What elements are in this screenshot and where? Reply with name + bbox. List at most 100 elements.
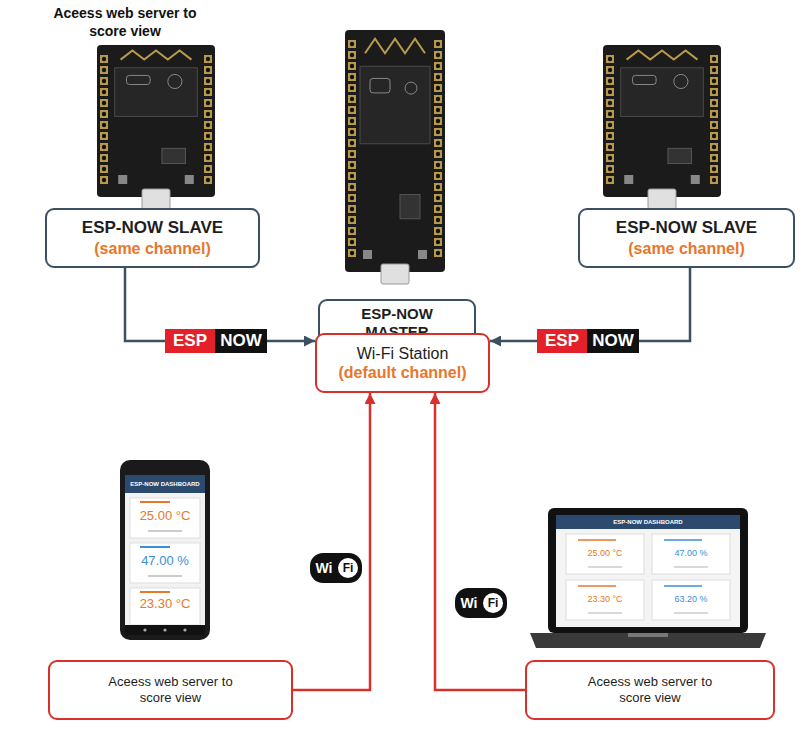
logo-text: ESP: [537, 329, 587, 353]
pin-hole: [350, 108, 354, 112]
antenna-trace: [365, 39, 425, 54]
header-pin: [606, 88, 614, 96]
header-pin: [204, 55, 212, 63]
pin-hole: [436, 163, 440, 167]
pin-hole: [608, 79, 612, 83]
esp32-board: [97, 45, 215, 209]
regulator-chip: [162, 148, 186, 163]
pin-hole: [712, 145, 716, 149]
pin-hole: [102, 123, 106, 127]
header-pin: [710, 110, 718, 118]
connector-arrow: [293, 393, 370, 690]
pin-hole: [206, 79, 210, 83]
pin-hole: [608, 145, 612, 149]
pin-hole: [436, 218, 440, 222]
header-pin: [348, 117, 356, 125]
header-pin: [100, 154, 108, 162]
reading-value: 25.00 °C: [566, 547, 644, 559]
card-subtext: [588, 566, 622, 568]
pin-hole: [608, 90, 612, 94]
pin-hole: [350, 119, 354, 123]
push-button: [418, 250, 427, 259]
pin-hole: [608, 112, 612, 116]
header-pin: [434, 216, 442, 224]
pin-hole: [712, 68, 716, 72]
card-subtext: [588, 612, 622, 614]
header-pin: [710, 154, 718, 162]
pin-hole: [436, 196, 440, 200]
push-button: [118, 175, 127, 184]
header-pin: [434, 40, 442, 48]
laptop-notch: [628, 633, 668, 637]
card-caption: [578, 539, 616, 541]
screen-header: ESP-NOW DASHBOARD: [125, 475, 205, 493]
wifi-logo: [455, 588, 507, 618]
wifi-body: [310, 553, 362, 583]
header-pin: [434, 249, 442, 257]
pin-hole: [350, 75, 354, 79]
node-text: Wi-Fi Station: [357, 344, 449, 363]
module-shield: [360, 66, 430, 143]
logo-black: [215, 329, 267, 353]
laptop-card: [566, 534, 644, 574]
espnow-logo: [537, 329, 639, 353]
header-pin: [348, 95, 356, 103]
pin-hole: [436, 152, 440, 156]
pin-hole: [102, 156, 106, 160]
pin-hole: [608, 68, 612, 72]
header-pin: [434, 139, 442, 147]
header-pin: [606, 99, 614, 107]
header-pin: [348, 216, 356, 224]
header-pin: [606, 165, 614, 173]
wifi-mark: [127, 75, 151, 84]
header-pin: [606, 77, 614, 85]
header-pin: [710, 66, 718, 74]
header-pin: [100, 121, 108, 129]
header-pin: [348, 249, 356, 257]
logo-black: [587, 329, 639, 353]
header-pin: [710, 121, 718, 129]
push-button: [363, 250, 372, 259]
pin-hole: [608, 57, 612, 61]
pin-hole: [350, 207, 354, 211]
header-pin: [204, 132, 212, 140]
pin-hole: [608, 123, 612, 127]
pin-hole: [350, 218, 354, 222]
header-pin: [710, 99, 718, 107]
laptop-bezel: [548, 508, 748, 633]
module-logo: [168, 74, 182, 88]
push-button: [185, 175, 194, 184]
phone-card: [130, 543, 200, 583]
module-shield: [621, 68, 704, 117]
header-pin: [204, 77, 212, 85]
pin-hole: [608, 156, 612, 160]
node-text: Aceess web server to score view: [575, 674, 725, 705]
pin-hole: [712, 90, 716, 94]
header-pin: [204, 121, 212, 129]
card-subtext: [148, 575, 182, 577]
pin-hole: [102, 101, 106, 105]
nav-dot: [163, 628, 166, 631]
header-pin: [348, 172, 356, 180]
header-pin: [434, 205, 442, 213]
pin-hole: [350, 141, 354, 145]
pin-hole: [712, 123, 716, 127]
pin-hole: [206, 167, 210, 171]
header-pin: [434, 95, 442, 103]
wifi-text: Wi: [311, 553, 337, 583]
card-subtext: [674, 612, 708, 614]
header-pin: [348, 106, 356, 114]
client-box: Aceess web server to score view: [48, 660, 293, 720]
header-pin: [434, 183, 442, 191]
header-pin: [100, 176, 108, 184]
pin-hole: [206, 134, 210, 138]
header-pin: [434, 62, 442, 70]
wifi-text: Fi: [482, 588, 504, 618]
header-pin: [606, 66, 614, 74]
logo-red: [165, 329, 215, 353]
header-pin: [434, 227, 442, 235]
logo-red: [537, 329, 587, 353]
phone-card: [130, 588, 200, 625]
regulator-chip: [668, 148, 692, 163]
push-button: [624, 175, 633, 184]
